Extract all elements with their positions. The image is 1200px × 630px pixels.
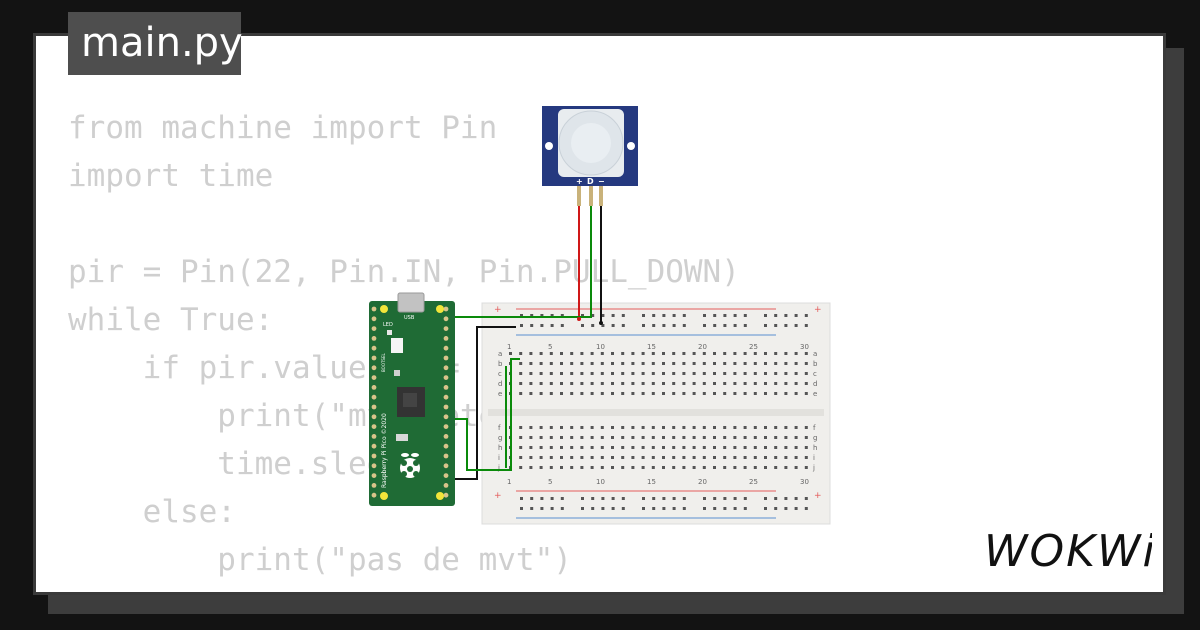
- row-label: c: [813, 370, 817, 378]
- pico-name-label: Raspberry Pi Pico ©2020: [381, 413, 388, 488]
- row-label: h: [813, 444, 817, 452]
- code-line-2: import time: [68, 158, 274, 194]
- row-label: c: [498, 370, 502, 378]
- rail-plus-label-right: +: [814, 305, 822, 315]
- col-label-20: 20: [698, 343, 707, 351]
- row-label: d: [813, 380, 817, 388]
- pico-board[interactable]: USB LED BOOTSEL Raspberry Pi Pico ©2020: [369, 292, 455, 506]
- pir-pin-minus-label: −: [598, 177, 605, 186]
- raspberry-logo-icon: [400, 453, 420, 478]
- file-tab-main-py[interactable]: main.py: [68, 12, 243, 75]
- col-label-15-bottom: 15: [647, 478, 656, 486]
- col-label-10: 10: [596, 343, 605, 351]
- row-label: h: [498, 444, 502, 452]
- code-line-4: pir = Pin(22, Pin.IN, Pin.PULL_DOWN): [68, 254, 740, 290]
- usb-label: USB: [404, 315, 415, 321]
- wokwi-logo[interactable]: WOKWi: [980, 526, 1152, 574]
- pir-pin-plus-label: +: [576, 177, 583, 186]
- row-label: g: [498, 434, 502, 442]
- col-label-10-bottom: 10: [596, 478, 605, 486]
- col-label-15: 15: [647, 343, 656, 351]
- row-label: a: [498, 350, 502, 358]
- bootsel-label: BOOTSEL: [381, 353, 386, 372]
- row-label: d: [498, 380, 502, 388]
- led-label: LED: [383, 322, 393, 328]
- col-label-25: 25: [749, 343, 758, 351]
- pir-sensor[interactable]: + D −: [542, 106, 638, 206]
- col-label-25-bottom: 25: [749, 478, 758, 486]
- rail-plus-label-bottom-right: +: [814, 491, 822, 501]
- col-label-1: 1: [507, 343, 511, 351]
- project-card: from machine import Pin import time pir = …: [33, 33, 1166, 595]
- col-label-1-bottom: 1: [507, 478, 511, 486]
- row-label: j: [812, 464, 815, 472]
- row-label: j: [497, 464, 500, 472]
- wire-green-signal: [519, 205, 592, 318]
- col-label-5: 5: [548, 343, 552, 351]
- col-label-30-bottom: 30: [800, 478, 809, 486]
- code-line-10: print("pas de mvt"): [68, 542, 572, 578]
- row-label: i: [498, 454, 500, 462]
- code-line-5: while True:: [68, 302, 274, 338]
- row-label: e: [813, 390, 817, 398]
- code-line-9: else:: [68, 494, 236, 530]
- row-label: e: [498, 390, 502, 398]
- rail-plus-label-bottom: +: [494, 491, 502, 501]
- rail-plus-label: +: [494, 305, 502, 315]
- pico-pins: [371, 306, 449, 498]
- row-label: f: [813, 424, 816, 432]
- wire-green-bb: [451, 358, 520, 471]
- col-label-20-bottom: 20: [698, 478, 707, 486]
- row-label: b: [498, 360, 503, 368]
- row-label: b: [813, 360, 818, 368]
- code-preview: from machine import Pin import time pir = …: [68, 104, 740, 592]
- col-label-30: 30: [800, 343, 809, 351]
- row-label: g: [813, 434, 817, 442]
- wires: [451, 205, 603, 480]
- breadboard-holes: [509, 314, 808, 510]
- row-label: f: [498, 424, 501, 432]
- circuit-diagram: + + + + 1 5 10 15 20 25 30 1 5 10 15 20 …: [369, 106, 831, 525]
- row-label: i: [813, 454, 815, 462]
- wokwi-logo-text: WOKWi: [984, 526, 1152, 574]
- breadboard[interactable]: + + + + 1 5 10 15 20 25 30 1 5 10 15 20 …: [481, 302, 831, 525]
- row-label: a: [813, 350, 817, 358]
- col-label-5-bottom: 5: [548, 478, 552, 486]
- wire-black-gnd: [451, 326, 516, 480]
- code-line-1: from machine import Pin: [68, 110, 498, 146]
- pir-pin-d-label: D: [587, 177, 594, 186]
- code-line-11: time.sleep(1): [68, 584, 740, 592]
